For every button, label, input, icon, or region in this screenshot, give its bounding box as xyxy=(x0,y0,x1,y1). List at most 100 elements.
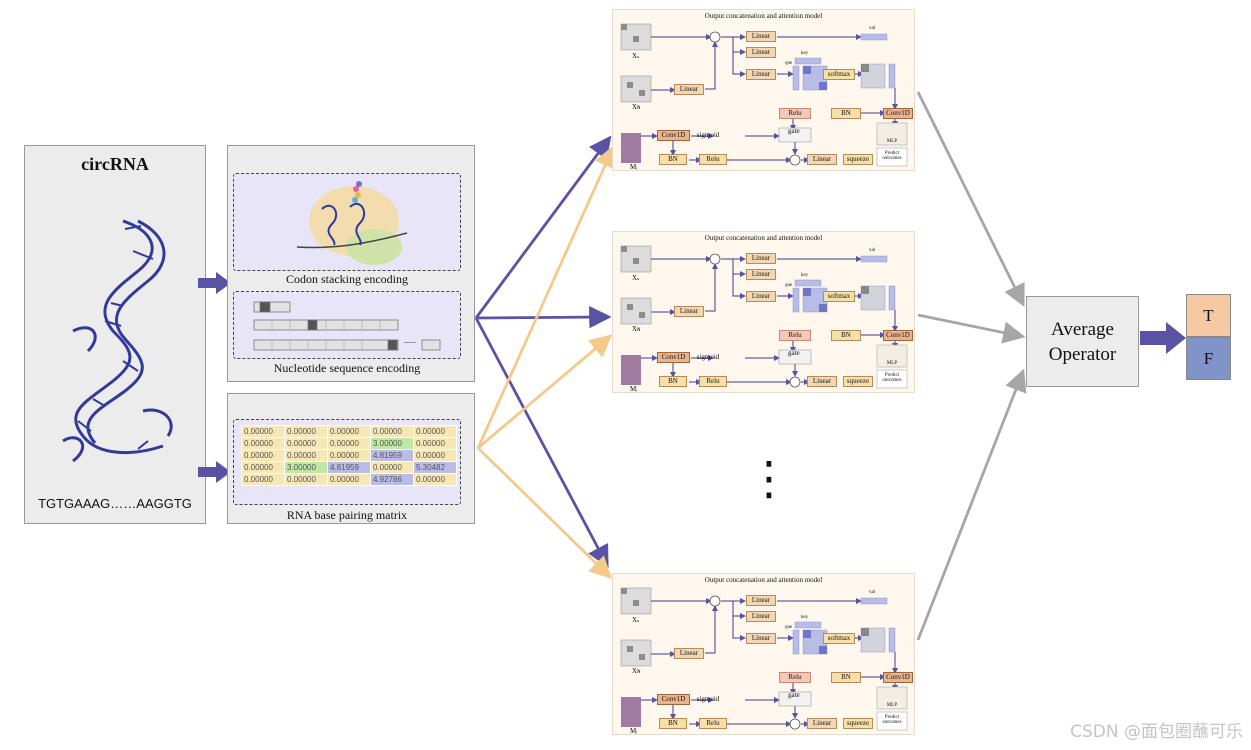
more-models-ellipsis: ⋮ xyxy=(746,451,792,505)
circrna-to-matrix-arrow xyxy=(198,461,231,483)
attention-model-1: Output concatenation and attention model xyxy=(612,9,915,171)
matrix-cell: 0.00000 xyxy=(327,425,371,438)
model-wiring xyxy=(620,245,908,389)
linear-bottom-box: Linear xyxy=(807,376,837,387)
arrow-matrix-to-model-2 xyxy=(477,334,613,450)
linear-3-box: Linear xyxy=(746,633,776,644)
arrow-encoding-to-model-3 xyxy=(474,317,609,568)
bn-top-box: BN xyxy=(831,330,861,341)
mi-label: Mᵢ xyxy=(630,727,638,735)
matrix-cell: 4.92786 xyxy=(370,473,414,486)
average-operator-line2: Operator xyxy=(1048,343,1117,365)
model-title: Output concatenation and attention model xyxy=(704,12,823,20)
xn-label: Xɴ xyxy=(632,667,641,675)
mi-label: Mᵢ xyxy=(630,385,638,393)
matrix-row: 0.00000 0.00000 0.00000 4.92786 0.00000 xyxy=(241,473,457,486)
arrow-encoding-to-model-2 xyxy=(475,305,612,329)
attention-model-3: Output concatenation and attention model xyxy=(612,573,915,735)
codon-encoding-caption: Codon stacking encoding xyxy=(286,272,408,286)
output-true-box: T xyxy=(1186,294,1231,337)
squeeze-box: squeeze xyxy=(843,154,873,165)
matrix-cell: 4.81959 xyxy=(370,449,414,462)
base-pairing-matrix: 0.00000 0.00000 0.00000 0.00000 0.00000 … xyxy=(241,425,457,486)
matrix-cell: 0.00000 xyxy=(413,449,457,462)
arrow-model-2-to-average xyxy=(917,313,1026,344)
average-operator-line1: Average xyxy=(1051,318,1114,340)
squeeze-box: squeeze xyxy=(843,376,873,387)
xn-label: Xɴ xyxy=(632,325,641,333)
arrow-model-3-to-average xyxy=(916,368,1027,641)
que-label: que xyxy=(785,625,793,630)
predict-label: Predict outcomes xyxy=(882,715,902,725)
mlp-label: MLP xyxy=(886,139,898,144)
matrix-cell: 0.00000 xyxy=(413,473,457,486)
linear-xn-box: Linear xyxy=(674,306,704,317)
circrna-structure-image xyxy=(62,219,173,463)
bn-box: BN xyxy=(659,376,687,387)
matrix-row: 0.00000 3.00000 4.81959 0.00000 5.30482 xyxy=(241,461,457,474)
sigmoid-box: sigmoid xyxy=(696,353,720,361)
val-label: val xyxy=(869,26,876,31)
nucleotide-sequence-bars xyxy=(253,301,441,351)
predict-label: Predict outcomes xyxy=(882,373,902,383)
mi-label: Mᵢ xyxy=(630,163,638,171)
conv1d-top-box: Conv1D xyxy=(883,108,913,119)
nucleotide-encoding-box: ...... xyxy=(233,291,461,359)
circrna-panel: circRNA TGTGAAAG……AAGGTG xyxy=(24,145,206,524)
model-title: Output concatenation and attention model xyxy=(704,576,823,584)
que-label: que xyxy=(785,283,793,288)
mlp-label: MLP xyxy=(886,361,898,366)
xs-label: Xₛ xyxy=(632,274,640,282)
nucleotide-encoding-caption: Nucleotide sequence encoding xyxy=(273,361,421,375)
bn-top-box: BN xyxy=(831,108,861,119)
nucleotide-ellipsis: ...... xyxy=(404,336,416,345)
linear-1-box: Linear xyxy=(746,595,776,606)
matrix-cell: 0.00000 xyxy=(241,473,285,486)
conv1d-box: Conv1D xyxy=(657,130,690,141)
linear-3-box: Linear xyxy=(746,291,776,302)
softmax-box: softmax xyxy=(823,633,855,644)
average-operator-box: Average Operator xyxy=(1026,296,1139,387)
linear-3-box: Linear xyxy=(746,69,776,80)
matrix-cell: 3.00000 xyxy=(284,461,328,474)
val-label: val xyxy=(869,248,876,253)
conv1d-top-box: Conv1D xyxy=(883,672,913,683)
matrix-row: 0.00000 0.00000 0.00000 3.00000 0.00000 xyxy=(241,437,457,450)
codon-encoding-box xyxy=(233,173,461,271)
relu-top-box: Relu xyxy=(779,672,811,683)
matrix-caption: RNA base pairing matrix xyxy=(286,508,408,522)
arrow-matrix-to-model-3 xyxy=(477,446,613,579)
val-label: val xyxy=(869,590,876,595)
xs-label: Xₛ xyxy=(632,616,640,624)
circrna-to-encoding-arrow xyxy=(198,272,231,294)
conv1d-top-box: Conv1D xyxy=(883,330,913,341)
attention-model-2: Output concatenation and attention model xyxy=(612,231,915,393)
linear-1-box: Linear xyxy=(746,253,776,264)
model-wiring xyxy=(620,587,908,731)
relu-box: Relu xyxy=(699,154,727,165)
relu-box: Relu xyxy=(699,376,727,387)
gate-label: gate xyxy=(788,691,800,699)
gate-label: gate xyxy=(788,349,800,357)
arrow-encoding-to-model-1 xyxy=(474,135,612,319)
model-title: Output concatenation and attention model xyxy=(704,234,823,242)
key-label: key xyxy=(801,615,809,620)
linear-bottom-box: Linear xyxy=(807,154,837,165)
matrix-cell: 0.00000 xyxy=(413,437,457,450)
matrix-cell: 0.00000 xyxy=(370,425,414,438)
softmax-box: softmax xyxy=(823,291,855,302)
watermark: CSDN @面包圈蘸可乐 xyxy=(1070,722,1243,742)
gate-label: gate xyxy=(788,127,800,135)
average-to-output-arrow xyxy=(1140,322,1186,354)
matrix-cell: 0.00000 xyxy=(327,473,371,486)
circrna-sequence: TGTGAAAG……AAGGTG xyxy=(38,496,192,511)
matrix-cell: 0.00000 xyxy=(241,425,285,438)
matrix-row: 0.00000 0.00000 0.00000 0.00000 0.00000 xyxy=(241,425,457,438)
matrix-cell: 4.81959 xyxy=(327,461,371,474)
matrix-cell: 0.00000 xyxy=(327,437,371,450)
linear-2-box: Linear xyxy=(746,611,776,622)
relu-box: Relu xyxy=(699,718,727,729)
linear-1-box: Linear xyxy=(746,31,776,42)
predict-label: Predict outcomes xyxy=(882,151,902,161)
